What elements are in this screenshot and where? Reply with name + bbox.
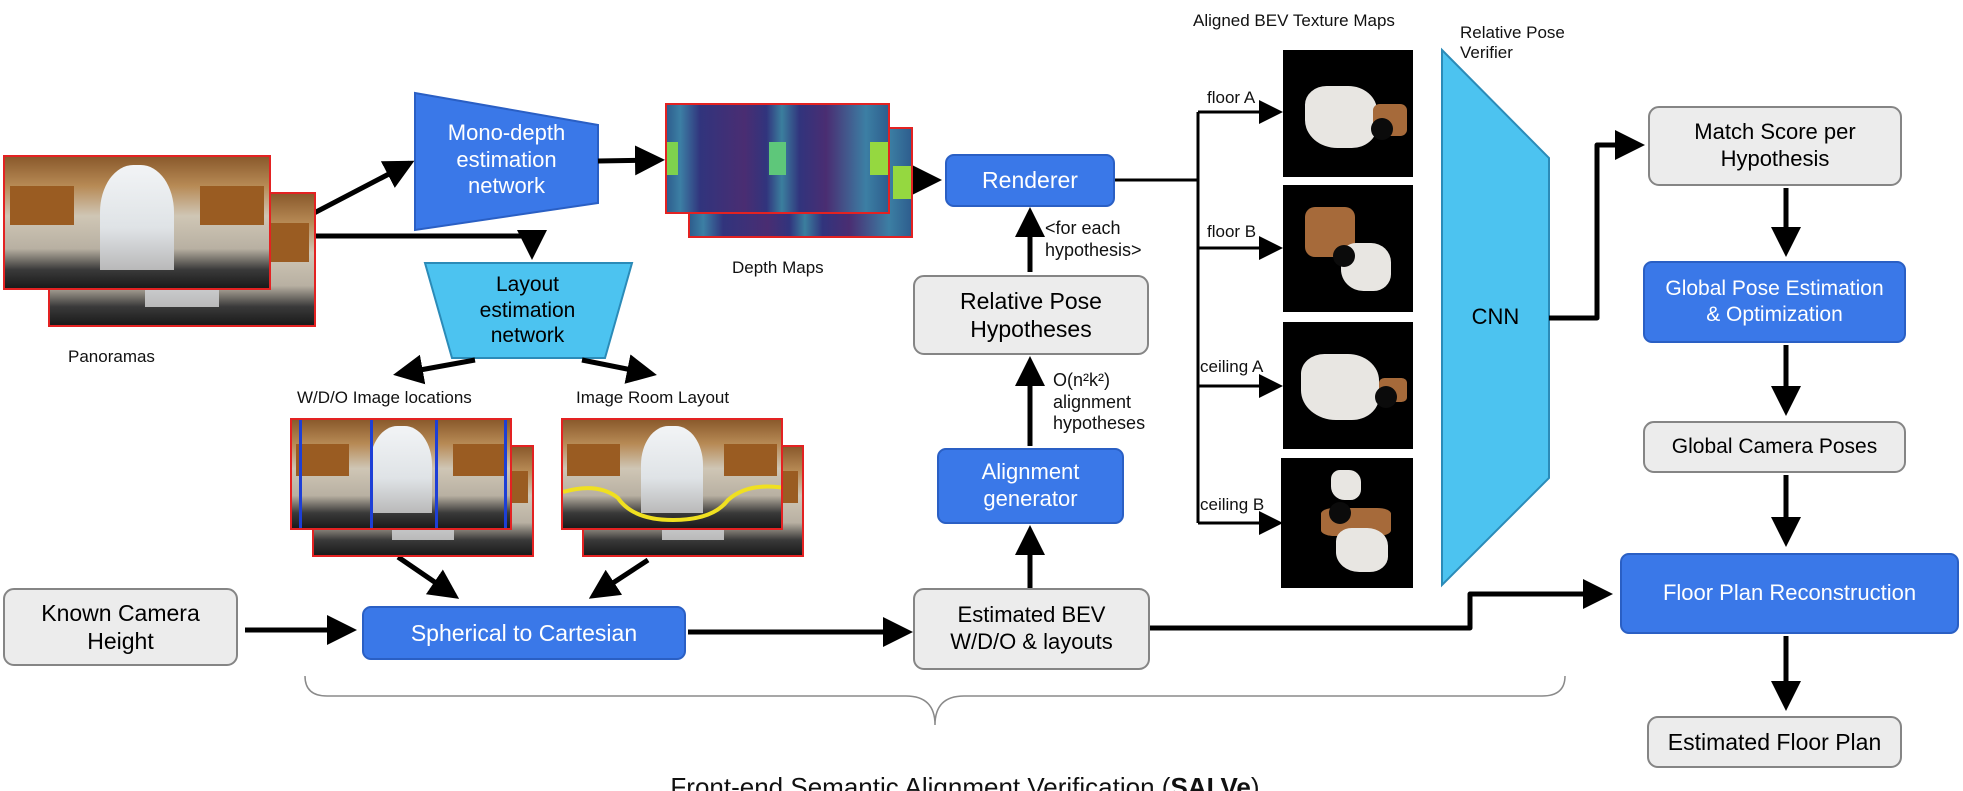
front-end-title-prefix: Front-end Semantic Alignment Verificatio… (670, 772, 1171, 791)
floor-plan-reconstruction: Floor Plan Reconstruction (1620, 553, 1959, 634)
arrow-bev-to-floorrecon (1149, 579, 1613, 631)
mono-depth-trapezoid (414, 91, 599, 232)
ceiling-b-label: ceiling B (1200, 495, 1265, 514)
complexity-label: O(n²k²) alignment hypotheses (1053, 370, 1146, 434)
bev-map-floor-a (1283, 50, 1413, 177)
mono-depth-network: Mono-depth estimation network (447, 119, 566, 199)
global-pose-estimation: Global Pose Estimation & Optimization (1643, 261, 1906, 343)
depth-map-front (665, 103, 890, 214)
floor-a-label: floor A (1207, 88, 1256, 107)
for-each-hypothesis-label: <for each hypothesis> (1045, 218, 1142, 260)
verifier-trapezoid (1441, 47, 1550, 588)
arrow-pano-to-layout (270, 230, 547, 260)
bev-map-ceiling-b (1281, 458, 1413, 588)
wdo-line-4 (504, 420, 507, 528)
bev-map-ceiling-a (1283, 322, 1413, 449)
room-layout-boundary-line (563, 484, 781, 523)
front-end-title: Front-end Semantic Alignment Verificatio… (0, 741, 1930, 791)
room-layout-image-front (561, 418, 783, 530)
arrow-cnn-to-matchscore (1549, 130, 1645, 321)
relative-pose-hypotheses: Relative Pose Hypotheses (913, 275, 1149, 355)
wdo-line-2 (370, 420, 373, 528)
wdo-line-1 (299, 420, 302, 528)
renderer: Renderer (945, 154, 1115, 207)
image-room-layout-label: Image Room Layout (576, 388, 730, 407)
arrow-wdo-to-spherical (396, 554, 460, 599)
aligned-bev-label: Aligned BEV Texture Maps (1193, 11, 1395, 30)
arrow-layout-img-to-spherical (588, 557, 650, 599)
floor-b-label: floor B (1207, 222, 1257, 241)
spherical-to-cartesian: Spherical to Cartesian (362, 606, 686, 660)
wdo-image-front (290, 418, 512, 530)
alignment-generator: Alignment generator (937, 448, 1124, 524)
layout-estimation-network: Layout estimation network (479, 273, 576, 348)
arrow-mono-to-depthmaps (597, 145, 665, 176)
wdo-image-locations-label: W/D/O Image locations (297, 388, 472, 407)
panoramas-label: Panoramas (68, 347, 155, 366)
depth-maps-label: Depth Maps (732, 258, 824, 277)
cnn-label: CNN (1471, 303, 1520, 329)
estimated-floor-plan: Estimated Floor Plan (1647, 716, 1902, 768)
arrow-layout-to-roomlayout (581, 354, 657, 384)
salve-acronym: SALVe (1170, 772, 1251, 791)
bev-map-floor-b (1283, 185, 1413, 312)
arrow-layout-to-wdo (393, 354, 476, 385)
match-score-per-hypothesis: Match Score per Hypothesis (1648, 106, 1902, 186)
wdo-line-3 (435, 420, 438, 528)
global-camera-poses: Global Camera Poses (1643, 421, 1906, 473)
layout-trapezoid (423, 262, 634, 359)
panorama-image-front (3, 155, 271, 290)
front-end-brace (304, 675, 1566, 726)
estimated-bev: Estimated BEV W/D/O & layouts (913, 588, 1150, 670)
ceiling-a-label: ceiling A (1200, 357, 1264, 376)
known-camera-height: Known Camera Height (3, 588, 238, 666)
front-end-title-suffix: ) (1250, 772, 1260, 791)
relative-pose-verifier-label: Relative Pose Verifier (1460, 23, 1565, 63)
